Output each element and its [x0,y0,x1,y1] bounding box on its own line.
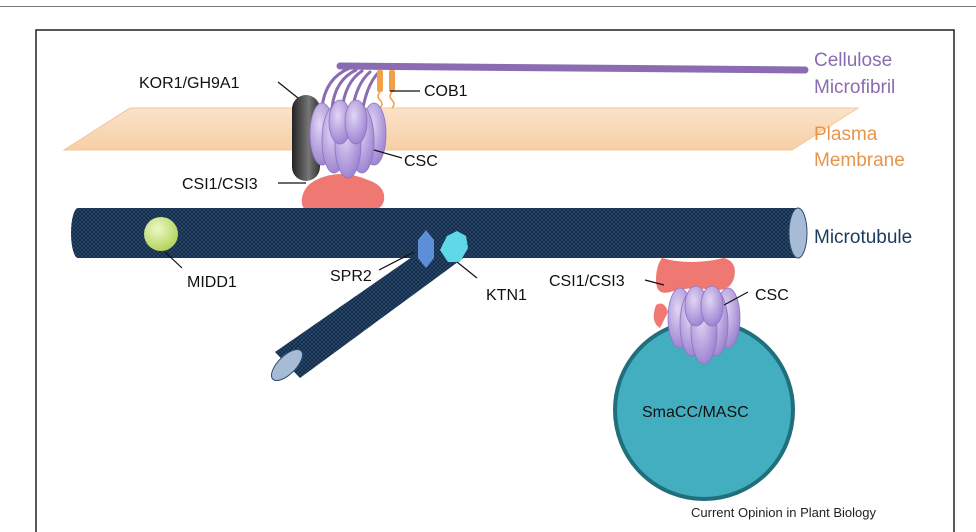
midd1-label: MIDD1 [187,274,237,291]
microtubule-label: Microtubule [814,227,912,248]
top-rule [0,6,976,7]
kor1-label: KOR1/GH9A1 [139,75,240,92]
midd1-protein [144,217,178,251]
figure-frame [35,29,955,532]
smacc-label: SmaCC/MASC [642,404,749,421]
cob1-label: COB1 [424,83,468,100]
leader-lines [164,81,749,306]
csi-bottom-protein [656,258,735,293]
csi-top-label: CSI1/CSI3 [182,176,258,193]
cellulose-label-line1: Cellulose [814,50,892,71]
csi-bottom-label: CSI1/CSI3 [549,273,625,290]
spr2-label: SPR2 [330,268,372,285]
ktn1-label: KTN1 [486,287,527,304]
spr2-protein [418,230,434,268]
cellulose-label-line2: Microfibril [814,77,895,98]
csc-top-complex [309,99,387,179]
csc-bottom-complex [667,285,741,365]
csc-bottom-label: CSC [755,287,789,304]
membrane-label-line1: Plasma [814,124,878,145]
csi-bottom-tail [653,303,668,328]
ktn1-protein [440,231,468,262]
csc-top-label: CSC [404,153,438,170]
credit-text: Current Opinion in Plant Biology [691,505,876,520]
cob1-protein [377,70,395,109]
plasma-membrane [62,107,860,151]
microtubule-main [71,207,808,259]
csi-top-protein [301,174,385,213]
membrane-label-line2: Membrane [814,150,905,171]
microtubule-branch [270,248,477,382]
